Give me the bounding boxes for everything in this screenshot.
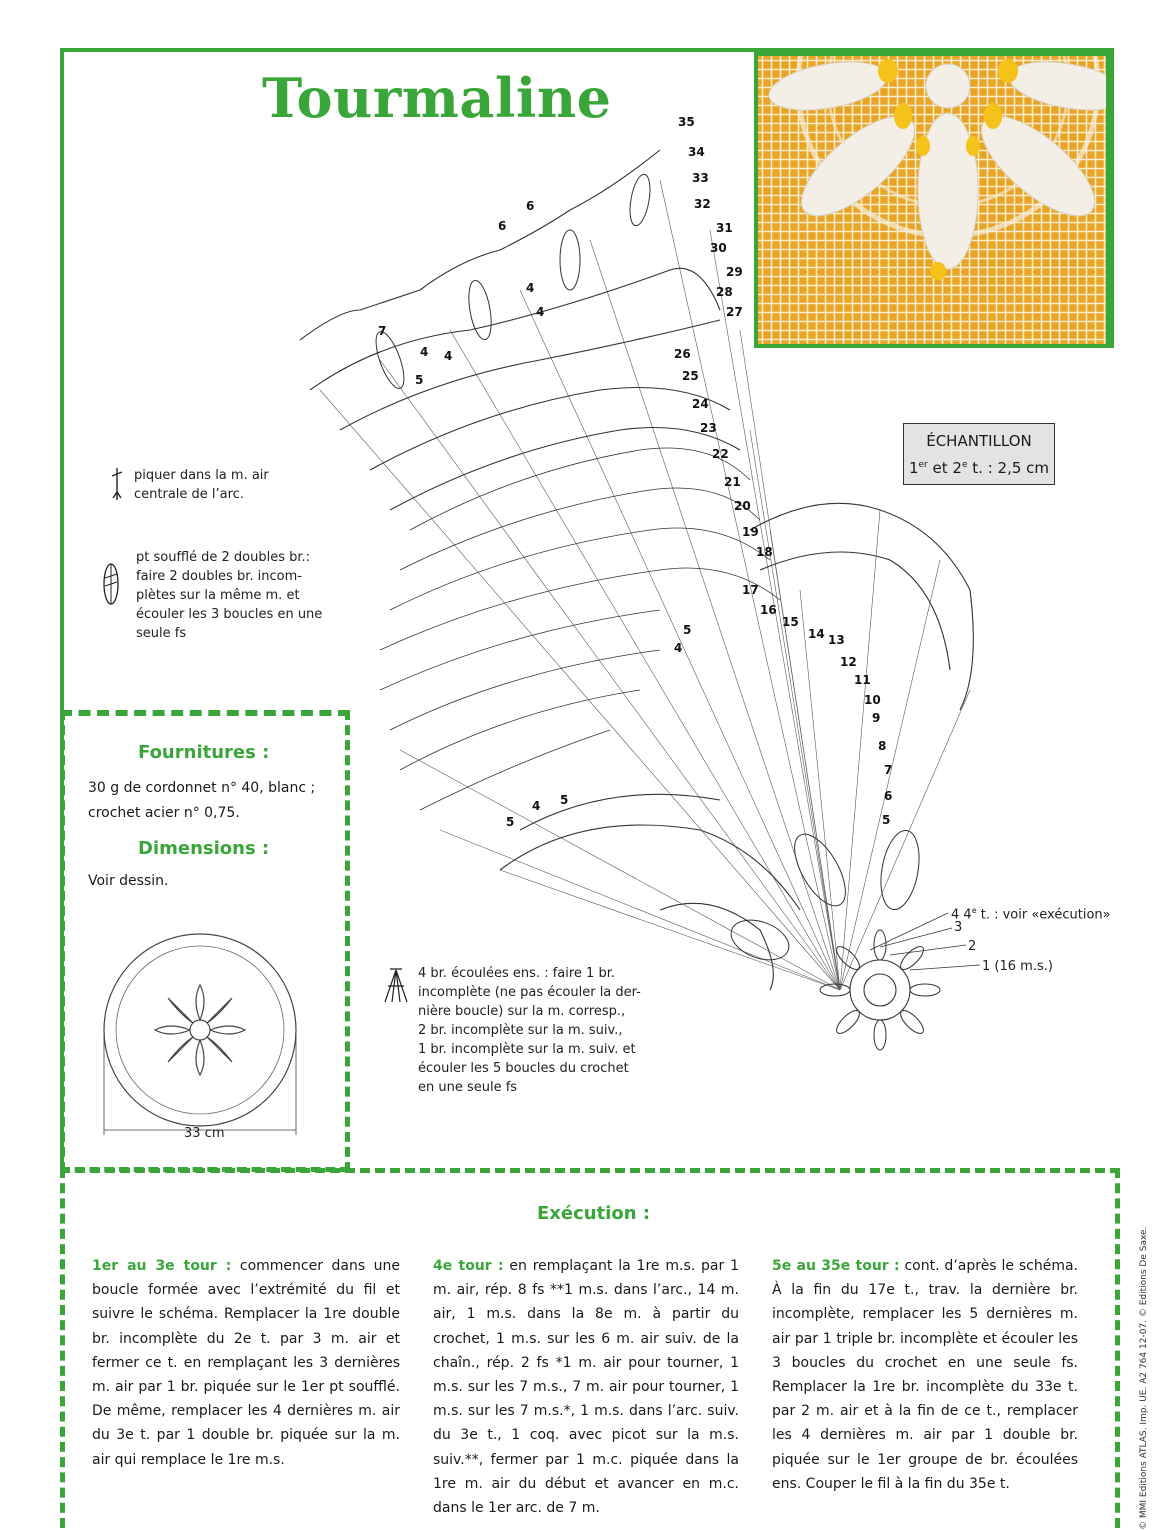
execution-col-2-text: en remplaçant la 1re m.s. par 1 m. air, … bbox=[433, 1258, 739, 1517]
svg-text:18: 18 bbox=[756, 545, 773, 559]
crochet-photo-image bbox=[758, 56, 1106, 344]
page-frame-right bbox=[1110, 48, 1114, 348]
row3-label: 3 bbox=[954, 920, 963, 935]
page-title: Tourmaline bbox=[262, 66, 612, 130]
svg-text:4: 4 bbox=[526, 281, 534, 295]
legend-souffle: pt soufflé de 2 doubles br.: faire 2 dou… bbox=[100, 548, 322, 643]
execution-col-2: 4e tour : en remplaçant la 1re m.s. par … bbox=[433, 1254, 739, 1520]
svg-text:25: 25 bbox=[682, 369, 699, 383]
svg-text:15: 15 bbox=[782, 615, 799, 629]
svg-text:6: 6 bbox=[498, 219, 506, 233]
svg-text:21: 21 bbox=[724, 475, 741, 489]
execution-col-3-lead: 5e au 35e tour : bbox=[772, 1258, 900, 1274]
execution-col-1: 1er au 3e tour : commencer dans une bouc… bbox=[92, 1254, 400, 1472]
svg-text:12: 12 bbox=[840, 655, 857, 669]
svg-text:7: 7 bbox=[884, 763, 892, 777]
sample-heading: ÉCHANTILLON bbox=[926, 432, 1032, 450]
svg-text:13: 13 bbox=[828, 633, 845, 647]
svg-text:4: 4 bbox=[444, 349, 452, 363]
cluster-stitch-symbol-icon bbox=[384, 968, 408, 1003]
svg-text:5: 5 bbox=[560, 793, 568, 807]
sample-text: 1er et 2e t. : 2,5 cm bbox=[908, 459, 1050, 477]
sample-box: ÉCHANTILLON 1er et 2e t. : 2,5 cm bbox=[903, 423, 1055, 485]
svg-text:28: 28 bbox=[716, 285, 733, 299]
execution-col-1-lead: 1er au 3e tour : bbox=[92, 1258, 232, 1274]
legend-piquer: piquer dans la m. air centrale de l’arc. bbox=[108, 466, 269, 504]
label-leaders bbox=[870, 912, 981, 971]
row4-label: 4 4e t. : voir «exécution» bbox=[951, 906, 1111, 923]
svg-text:9: 9 bbox=[872, 711, 880, 725]
doily-dimension-drawing bbox=[103, 933, 297, 1135]
dimensions-title: Dimensions : bbox=[138, 838, 270, 859]
svg-text:5: 5 bbox=[683, 623, 691, 637]
crochet-photo bbox=[754, 52, 1110, 348]
execution-box bbox=[60, 1168, 1120, 1528]
svg-text:5: 5 bbox=[415, 373, 423, 387]
svg-text:31: 31 bbox=[716, 221, 733, 235]
svg-text:6: 6 bbox=[884, 789, 892, 803]
svg-text:5: 5 bbox=[506, 815, 514, 829]
execution-title: Exécution : bbox=[537, 1203, 651, 1224]
svg-text:32: 32 bbox=[694, 197, 711, 211]
row1-label: 1 (16 m.s.) bbox=[982, 959, 1053, 974]
svg-text:33: 33 bbox=[692, 171, 709, 185]
execution-col-1-text: commencer dans une boucle formée avec l’… bbox=[92, 1258, 401, 1468]
svg-text:8: 8 bbox=[878, 739, 886, 753]
svg-text:4: 4 bbox=[674, 641, 682, 655]
page-frame bbox=[60, 48, 1114, 1178]
supplies-text: 30 g de cordonnet n° 40, blanc ; crochet… bbox=[88, 780, 316, 821]
puff-stitch-symbol-icon bbox=[103, 563, 119, 605]
svg-text:26: 26 bbox=[674, 347, 691, 361]
svg-text:10: 10 bbox=[864, 693, 881, 707]
svg-text:7: 7 bbox=[378, 324, 386, 338]
svg-text:11: 11 bbox=[854, 673, 871, 687]
svg-text:4: 4 bbox=[420, 345, 428, 359]
svg-text:30: 30 bbox=[710, 241, 727, 255]
svg-text:34: 34 bbox=[688, 145, 705, 159]
svg-text:4: 4 bbox=[536, 305, 544, 319]
svg-text:20: 20 bbox=[734, 499, 751, 513]
dimension-label: 33 cm bbox=[184, 1126, 225, 1141]
legend-ecoulees: 4 br. écoulées ens. : faire 1 br. incomp… bbox=[382, 964, 641, 1097]
svg-text:29: 29 bbox=[726, 265, 743, 279]
svg-text:16: 16 bbox=[760, 603, 777, 617]
svg-text:23: 23 bbox=[700, 421, 717, 435]
svg-text:6: 6 bbox=[526, 199, 534, 213]
piquer-symbol-icon bbox=[111, 468, 123, 500]
execution-col-3: 5e au 35e tour : cont. d’après le schéma… bbox=[772, 1254, 1078, 1496]
execution-col-3-text: cont. d’après le schéma. À la fin du 17e… bbox=[772, 1258, 1078, 1492]
svg-text:5: 5 bbox=[882, 813, 890, 827]
execution-col-2-lead: 4e tour : bbox=[433, 1258, 504, 1274]
svg-text:17: 17 bbox=[742, 583, 759, 597]
svg-text:19: 19 bbox=[742, 525, 759, 539]
svg-text:27: 27 bbox=[726, 305, 743, 319]
svg-text:24: 24 bbox=[692, 397, 709, 411]
row2-label: 2 bbox=[968, 939, 977, 954]
svg-text:14: 14 bbox=[808, 627, 825, 641]
dimensions-text: Voir dessin. bbox=[88, 873, 169, 889]
copyright-note: © MMI Editions ATLAS. Imp. UE. A2 764 12… bbox=[1139, 1226, 1149, 1530]
svg-text:22: 22 bbox=[712, 447, 729, 461]
svg-text:4: 4 bbox=[532, 799, 540, 813]
supplies-title: Fournitures : bbox=[138, 742, 270, 763]
svg-text:35: 35 bbox=[678, 115, 695, 129]
